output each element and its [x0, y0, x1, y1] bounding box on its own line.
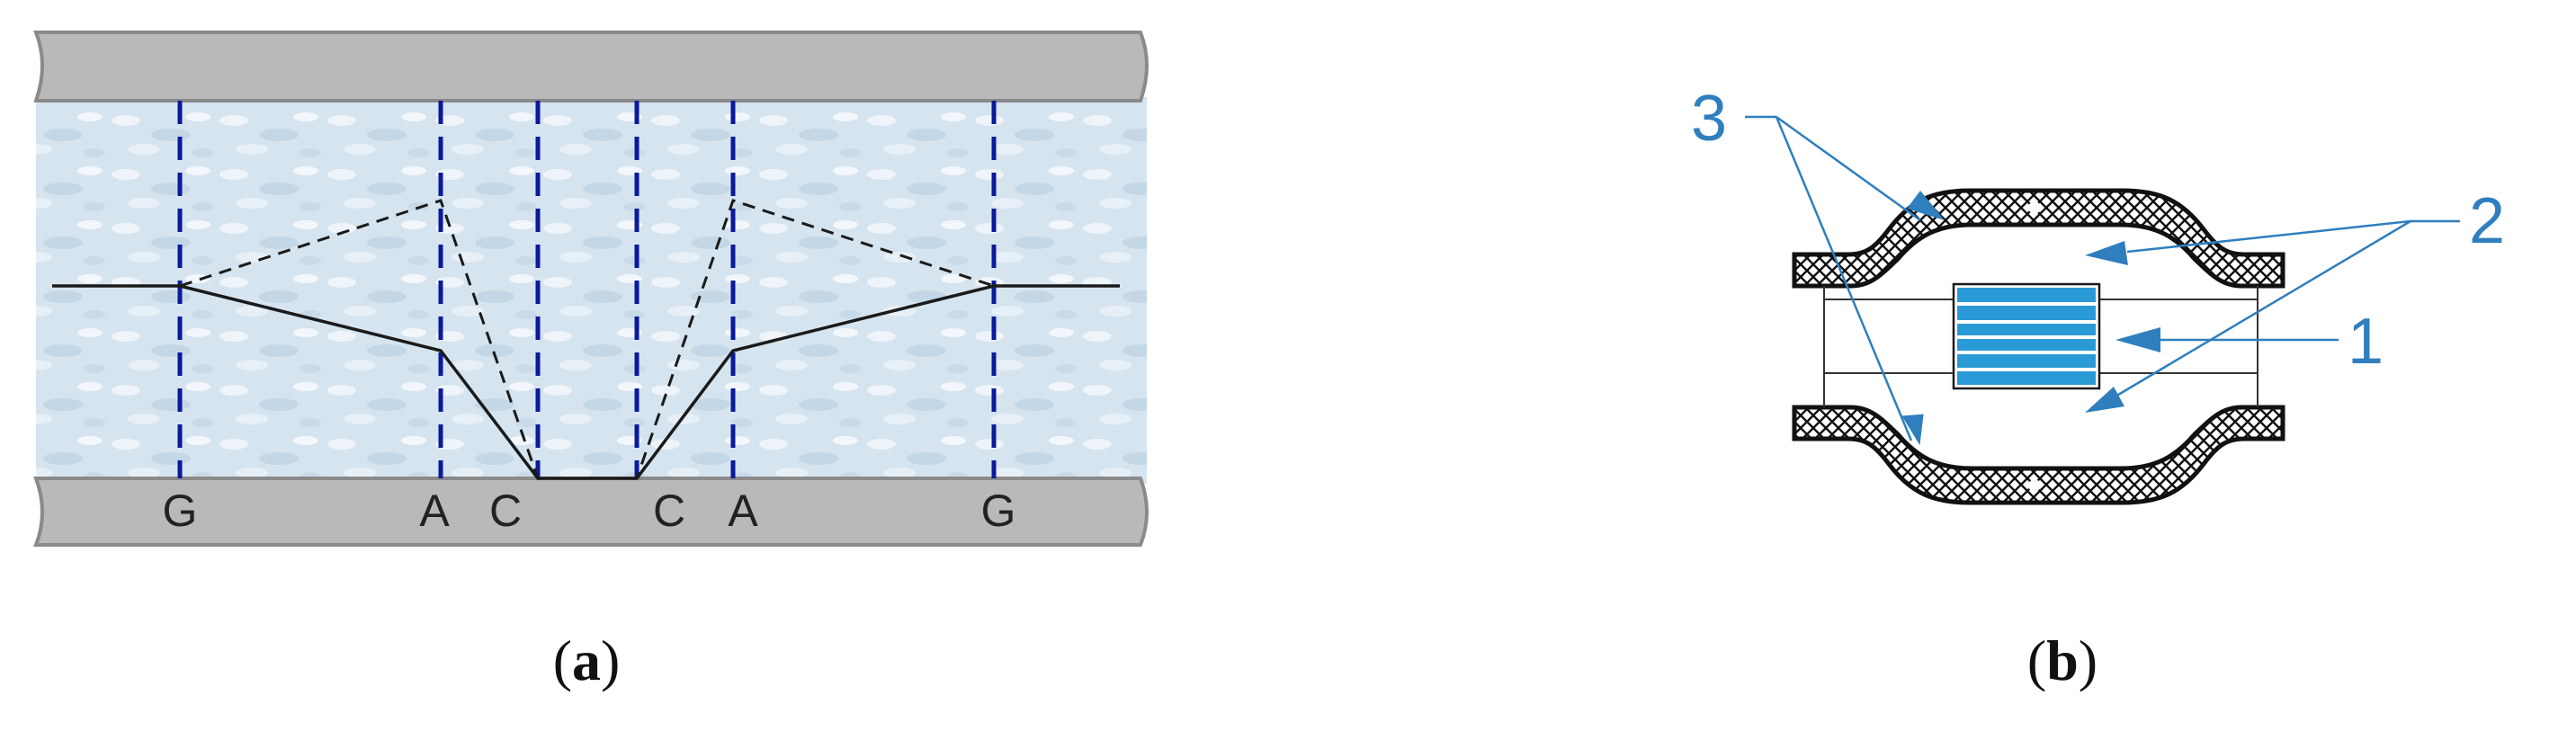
bottom-plate [33, 477, 1149, 547]
label-g-right: G [981, 486, 1016, 536]
leader-2-to-bottom [2108, 219, 2411, 402]
solid-profile-line [52, 284, 1120, 480]
label-1: 1 [2348, 306, 2384, 378]
label-2: 2 [2469, 185, 2505, 257]
label-a-left: A [419, 486, 450, 536]
caption-b: (b) [2027, 628, 2097, 692]
leader-2-to-top [2126, 219, 2411, 254]
arrowhead-3-bottom [1901, 414, 1924, 446]
caption-a: (a) [553, 628, 621, 692]
label-c-right: C [653, 486, 685, 536]
shell-bottom [1792, 405, 2285, 505]
top-plate [33, 31, 1149, 103]
panel-b: 3 2 1 (b) [1691, 83, 2505, 692]
arrowhead-1 [2115, 327, 2160, 352]
panel-a: G A C C A G (a) [33, 31, 1149, 692]
blue-insert [1952, 282, 2101, 390]
shell-marker-bottom [2026, 477, 2044, 494]
dashed-profile-line [179, 199, 995, 480]
material-band [36, 97, 1147, 484]
arrowhead-2-top [2085, 241, 2128, 265]
leader-3-to-top [1775, 115, 1921, 222]
label-c-left: C [489, 486, 522, 536]
label-a-right: A [728, 486, 758, 536]
label-3: 3 [1691, 83, 1727, 155]
leader-3-to-bottom [1775, 116, 1913, 441]
arrowhead-2-bottom [2085, 387, 2124, 413]
shell-marker-top [2026, 200, 2044, 216]
reference-lines [177, 101, 997, 478]
arrowhead-3-top [1907, 191, 1945, 220]
label-g-left: G [163, 486, 198, 536]
